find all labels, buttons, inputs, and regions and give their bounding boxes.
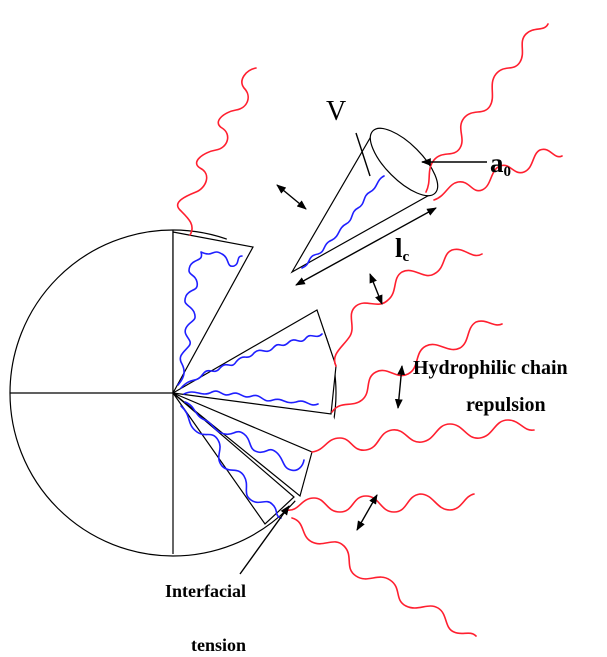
headgroup-area-label: a0 (490, 148, 511, 181)
chain-length-subscript: c (403, 249, 410, 265)
chain-length-label: lc (395, 233, 409, 266)
repulsion-arrow (398, 366, 402, 408)
interfacial-tension-label-line1: Interfacial (165, 581, 246, 602)
volume-label: V (326, 96, 346, 128)
hydrophilic-chain (178, 68, 256, 235)
interfacial-tension-label-line2: tension (191, 635, 246, 656)
repulsion-arrow (370, 274, 382, 304)
hydrophilic-chain (286, 494, 474, 512)
repulsion-arrow (357, 495, 377, 530)
hydrophilic-repulsion-label-line1: Hydrophilic chain (413, 357, 568, 380)
headgroup-area-subscript: 0 (504, 164, 512, 180)
hydrophilic-chain (292, 518, 476, 636)
headgroup-area-symbol: a (490, 148, 504, 178)
chain-length-symbol: l (395, 233, 403, 263)
hydrophilic-chain (312, 420, 534, 452)
hydrophilic-repulsion-label-line2: repulsion (466, 394, 546, 417)
repulsion-arrow (277, 185, 306, 209)
